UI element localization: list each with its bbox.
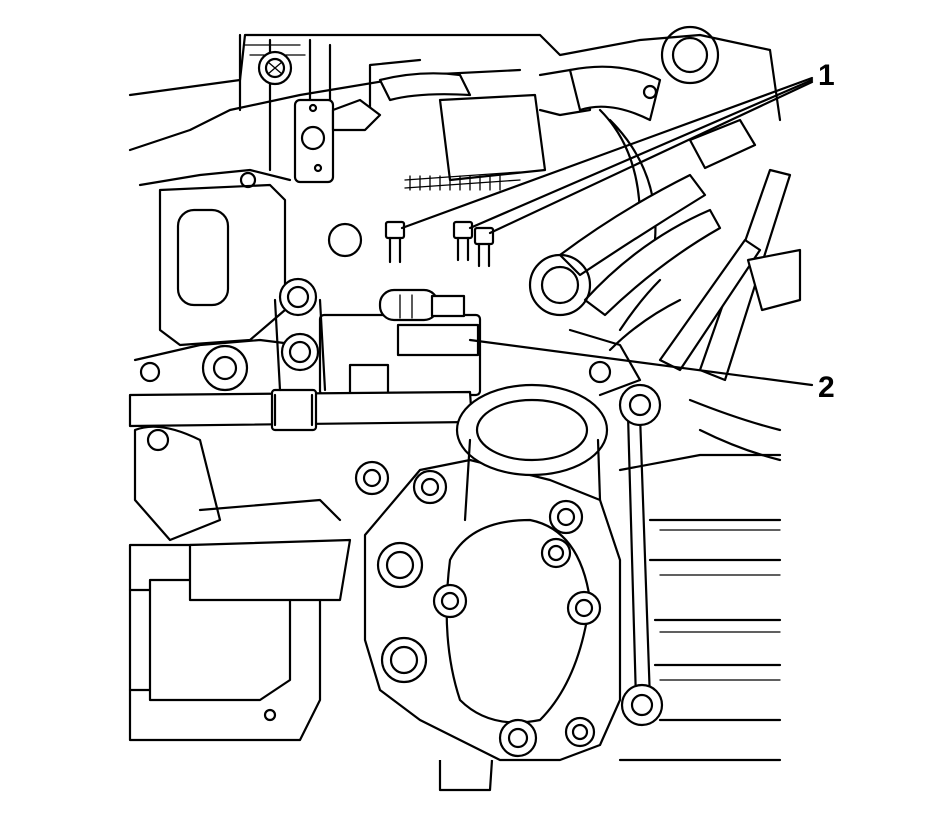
leader-lines (400, 76, 814, 387)
sensor-bolts (384, 220, 495, 268)
engine-block-background (128, 33, 782, 383)
lower-right-ribs (618, 398, 782, 762)
upper-bracket (293, 98, 382, 184)
tie-rod (618, 383, 664, 727)
top-bolt (257, 50, 293, 86)
lower-left-mount (128, 425, 352, 742)
upper-module (378, 25, 720, 242)
wire-harness (528, 118, 802, 397)
callout-1: 1 (818, 59, 835, 92)
water-outlet-housing (354, 383, 622, 792)
sensor-assembly (318, 222, 482, 399)
callout-2: 2 (818, 371, 835, 404)
